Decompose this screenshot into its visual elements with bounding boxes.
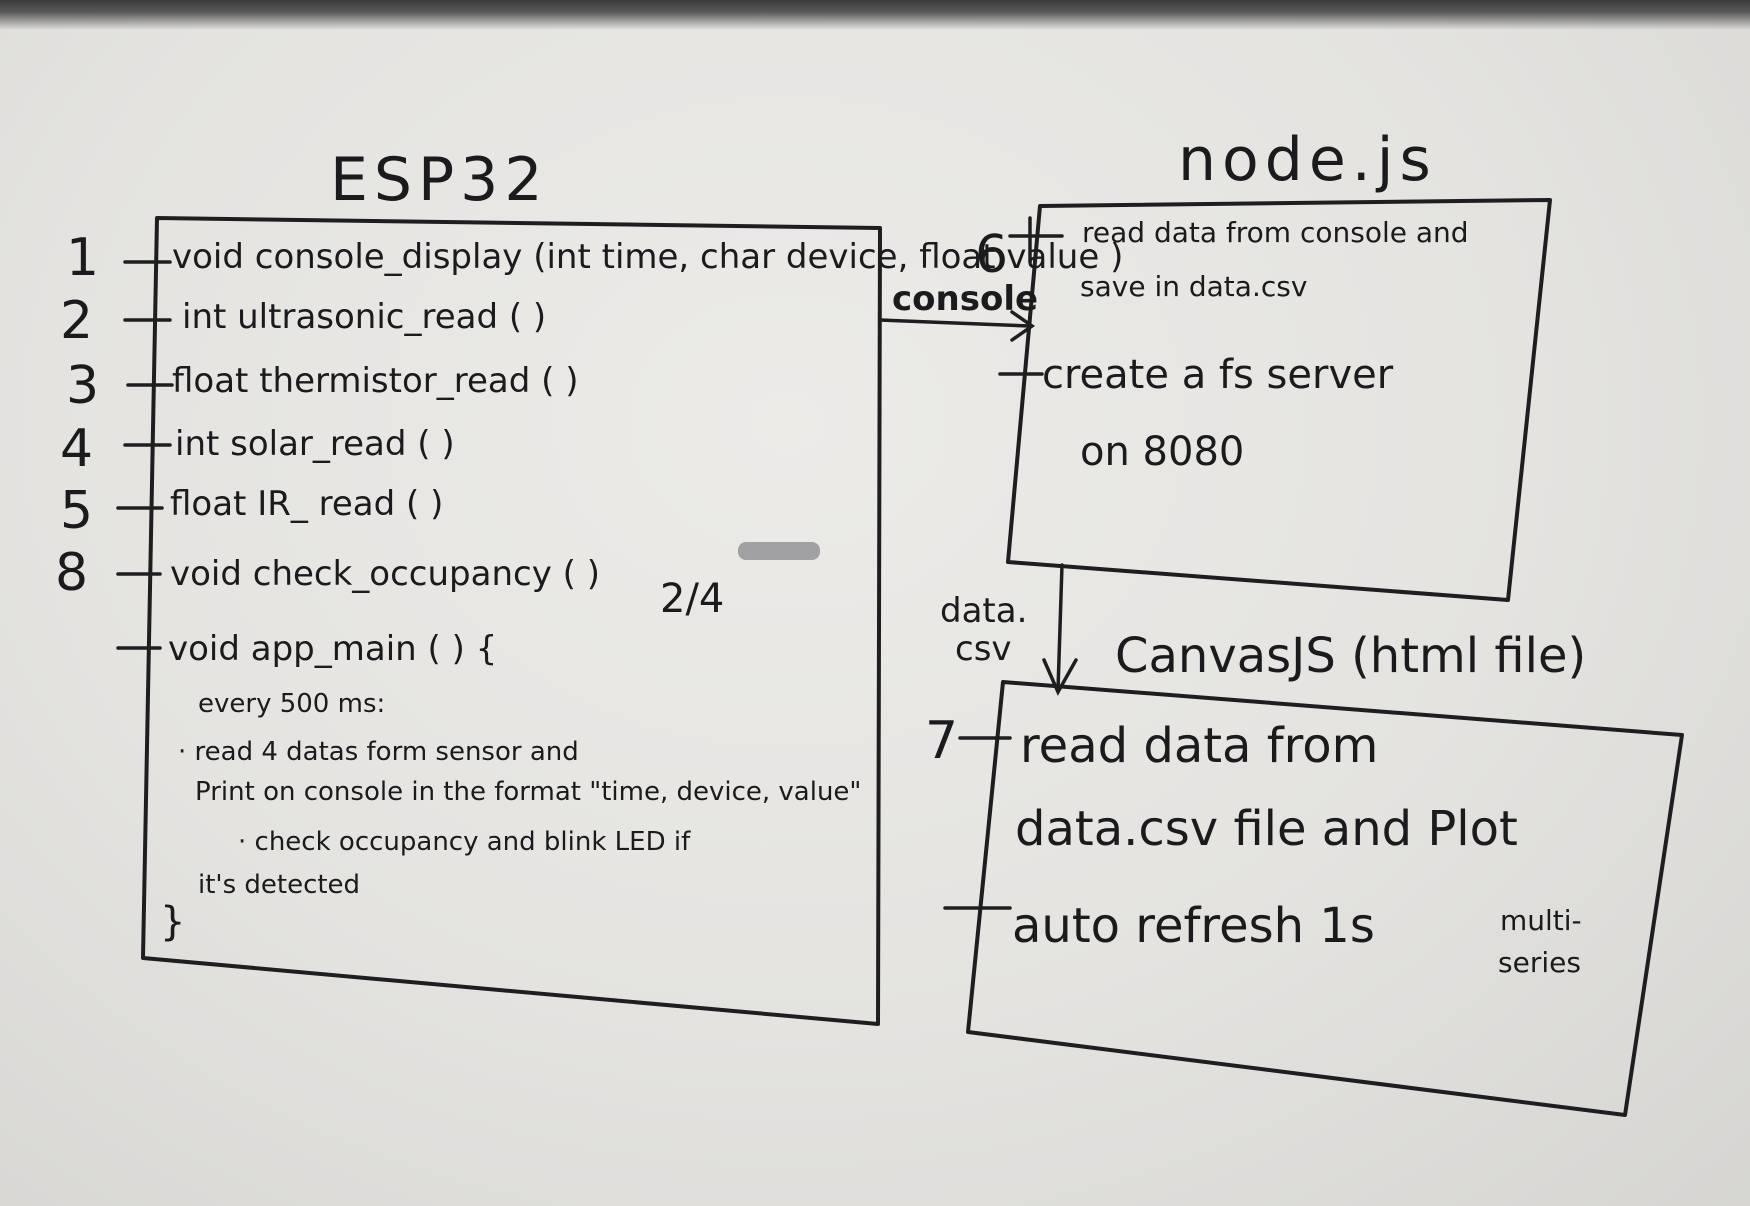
- line-number: 7: [925, 711, 958, 771]
- datacsv-arrowhead: [1042, 658, 1078, 696]
- body-line: it's detected: [198, 870, 360, 900]
- function-signature: float thermistor_read ( ): [172, 361, 578, 401]
- line-number: 8: [55, 543, 88, 603]
- line-number: 6: [975, 225, 1008, 285]
- datacsv-arrow: [1056, 563, 1064, 692]
- marker-smudge: [738, 542, 820, 560]
- esp32-title: ESP32: [330, 145, 549, 215]
- nodejs-line: read data from console and: [1082, 216, 1469, 249]
- body-line: · read 4 datas form sensor and: [178, 737, 579, 767]
- photo-top-edge: [0, 0, 1750, 30]
- line-number: 4: [60, 419, 93, 479]
- function-signature: void app_main ( ) {: [168, 629, 497, 669]
- canvasjs-note: multi-: [1500, 904, 1582, 937]
- canvasjs-line: data.csv file and Plot: [1015, 801, 1518, 857]
- app-main-body: every 500 ms: · read 4 datas form sensor…: [160, 689, 861, 945]
- esp32-function-list: 1 void console_display (int time, char d…: [55, 228, 1123, 669]
- canvasjs-title: CanvasJS (html file): [1115, 628, 1586, 684]
- nodejs-line: save in data.csv: [1080, 270, 1307, 303]
- side-note: 2/4: [660, 576, 724, 622]
- canvasjs-note: series: [1498, 946, 1581, 979]
- function-signature: void check_occupancy ( ): [170, 554, 600, 594]
- function-signature: void console_display (int time, char dev…: [172, 237, 1123, 277]
- canvasjs-line: auto refresh 1s: [1012, 898, 1375, 954]
- line-number: 1: [66, 228, 99, 288]
- nodejs-box: [1006, 198, 1552, 602]
- console-arrow: [878, 318, 1032, 328]
- esp32-box: [141, 216, 882, 1026]
- canvasjs-line: read data from: [1020, 718, 1378, 774]
- closing-brace: }: [160, 899, 185, 945]
- body-line: Print on console in the format "time, de…: [195, 777, 861, 807]
- function-signature: int solar_read ( ): [175, 424, 455, 464]
- canvasjs-box: [966, 680, 1684, 1117]
- body-line: every 500 ms:: [198, 689, 385, 719]
- nodejs-line: create a fs server: [1042, 352, 1394, 398]
- body-line: · check occupancy and blink LED if: [238, 827, 691, 857]
- line-number: 2: [60, 291, 93, 351]
- nodejs-line: on 8080: [1080, 429, 1244, 475]
- datacsv-label: data.: [940, 591, 1027, 631]
- line-number: 5: [60, 481, 93, 541]
- nodejs-title: node.js: [1178, 125, 1437, 195]
- function-signature: int ultrasonic_read ( ): [182, 297, 546, 337]
- function-signature: float IR_ read ( ): [170, 484, 443, 524]
- console-arrowhead: [1010, 310, 1036, 342]
- datacsv-label: csv: [955, 629, 1012, 669]
- line-number: 3: [66, 356, 99, 416]
- console-label: console: [892, 279, 1038, 319]
